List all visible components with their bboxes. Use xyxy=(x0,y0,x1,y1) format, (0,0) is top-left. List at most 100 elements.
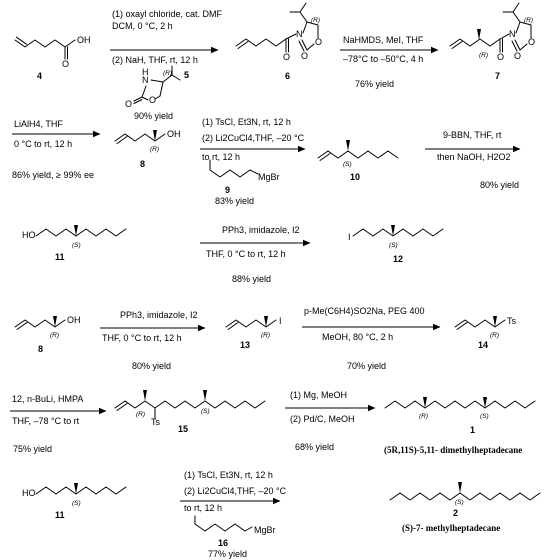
yield-text: 70% yield xyxy=(347,361,386,371)
reagent-text: to rt, 12 h xyxy=(184,503,222,513)
compound-label-5: 5 xyxy=(184,70,189,80)
yield-text: 75% yield xyxy=(13,444,52,454)
reagent-text: (1) TsCl, Et3N, rt, 12 h xyxy=(184,470,273,480)
reagent-text: to rt, 12 h xyxy=(202,152,240,162)
compound-label-9: 9 xyxy=(225,185,230,195)
compound-16-structure: MgBr xyxy=(194,515,276,535)
atom-label: N xyxy=(509,29,516,39)
stereo-descriptor: (S) xyxy=(343,161,352,168)
stereo-descriptor: (S) xyxy=(389,242,398,249)
product-name-1: (5R,11S)-5,11- dimethylheptadecane xyxy=(384,445,522,455)
stereo-descriptor: (R) xyxy=(479,52,488,59)
stereo-descriptor: (S) xyxy=(455,499,464,506)
yield-text: 80% yield xyxy=(132,361,171,371)
atom-label: OH xyxy=(77,35,91,45)
atom-label: OH xyxy=(167,129,181,139)
atom-label: O xyxy=(497,52,504,62)
atom-label: N xyxy=(296,29,303,39)
reagent-text: MeOH, 80 °C, 2 h xyxy=(322,332,393,342)
compound-label-6: 6 xyxy=(285,71,290,81)
stereo-descriptor: (R) xyxy=(150,146,159,153)
atom-label: O xyxy=(301,51,308,61)
stereo-descriptor: (S) xyxy=(201,408,210,415)
compound-label-8: 8 xyxy=(140,159,145,169)
compound-8b-structure: OH (R) xyxy=(14,315,81,339)
stereo-descriptor: (R) xyxy=(163,70,172,77)
stereo-descriptor: (R) xyxy=(261,332,270,339)
reagent-text: THF, 0 °C to rt, 12 h xyxy=(102,333,182,343)
compound-5-structure: H N O O (R) xyxy=(125,65,181,109)
reagent-text: then NaOH, H2O2 xyxy=(437,152,511,162)
yield-text: 88% yield xyxy=(232,274,271,284)
atom-label: O xyxy=(125,99,132,109)
atom-label: O xyxy=(528,37,535,47)
yield-text: 76% yield xyxy=(355,79,394,89)
atom-label: O xyxy=(514,51,521,61)
stereo-descriptor: (R) xyxy=(524,17,533,24)
reagent-text: –78°C to –50°C, 4 h xyxy=(343,54,423,64)
atom-label: MgBr xyxy=(258,172,280,182)
reagent-text: 12, n-BuLi, HMPA xyxy=(12,394,83,404)
stereo-descriptor: (R) xyxy=(311,17,320,24)
compound-label-15: 15 xyxy=(178,424,188,434)
reagent-text: THF, –78 °C to rt xyxy=(12,416,80,426)
atom-label: I xyxy=(279,316,282,326)
yield-text: 86% yield, ≥ 99% ee xyxy=(12,170,94,180)
reagent-text: DCM, 0 °C, 2 h xyxy=(112,21,173,31)
stereo-descriptor: (S) xyxy=(72,500,81,507)
product-name-2: (S)-7- methylheptadecane xyxy=(402,523,500,533)
yield-text: 77% yield xyxy=(208,549,247,559)
compound-11-structure: HO (S) xyxy=(22,225,127,249)
reagent-text: PPh3, imidazole, I2 xyxy=(222,225,300,235)
reagent-text: NaHMDS, MeI, THF xyxy=(343,35,424,45)
compound-label-13: 13 xyxy=(240,340,250,350)
atom-label: Ts xyxy=(507,316,517,326)
reagent-text: LiAlH4, THF xyxy=(14,119,63,129)
stereo-descriptor: (R) xyxy=(490,332,499,339)
stereo-descriptor: (R) xyxy=(50,332,59,339)
atom-label: H xyxy=(142,67,149,77)
reagent-text: 0 °C to rt, 12 h xyxy=(14,139,72,149)
reagent-text: THF, 0 °C to rt, 12 h xyxy=(206,249,286,259)
compound-label-8b: 8 xyxy=(38,344,43,354)
compound-11b-structure: HO (S) xyxy=(22,483,127,507)
atom-label: O xyxy=(315,37,322,47)
compound-6-structure: O N O O (R) xyxy=(235,2,322,62)
atom-label: Ts xyxy=(151,417,161,427)
compound-1-structure: (R) (S) xyxy=(384,397,536,420)
compound-13-structure: I (R) xyxy=(225,316,282,339)
compound-label-1: 1 xyxy=(470,425,475,435)
yield-text: 90% yield xyxy=(134,111,173,121)
reagent-text: 9-BBN, THF, rt xyxy=(443,130,502,140)
compound-label-11b: 11 xyxy=(55,510,65,520)
compound-label-2: 2 xyxy=(453,508,458,518)
atom-label: N xyxy=(142,75,149,85)
yield-text: 83% yield xyxy=(215,196,254,206)
compound-label-11: 11 xyxy=(55,252,65,262)
stereo-descriptor: (S) xyxy=(72,242,81,249)
atom-label: O xyxy=(283,52,290,62)
atom-label: HO xyxy=(22,488,36,498)
atom-label: O xyxy=(149,95,156,105)
reagent-text: (1) oxayl chloride, cat. DMF xyxy=(112,9,223,19)
compound-10-structure: (S) xyxy=(317,140,399,168)
reagent-text: (1) Mg, MeOH xyxy=(290,390,347,400)
compound-12-structure: I (S) xyxy=(348,225,444,249)
yield-text: 68% yield xyxy=(295,442,334,452)
compound-7-structure: O N O O (R) (R) xyxy=(449,2,535,62)
compound-label-16: 16 xyxy=(218,538,228,548)
stereo-descriptor: (R) xyxy=(136,411,145,418)
compound-15-structure: Ts (R) (S) xyxy=(114,390,266,427)
atom-label: OH xyxy=(67,315,81,325)
reagent-text: (2) Pd/C, MeOH xyxy=(290,414,355,424)
compound-label-10: 10 xyxy=(350,172,360,182)
compound-4-structure: OH O xyxy=(14,35,91,69)
compound-label-7: 7 xyxy=(495,71,500,81)
compound-2-structure: (S) xyxy=(389,482,541,506)
reagent-text: (2) Li2CuCl4,THF, –20 °C xyxy=(202,133,305,143)
compound-9-structure: MgBr xyxy=(209,159,280,182)
yield-text: 80% yield xyxy=(480,180,519,190)
atom-label: MgBr xyxy=(254,525,276,535)
stereo-descriptor: (S) xyxy=(480,413,489,420)
